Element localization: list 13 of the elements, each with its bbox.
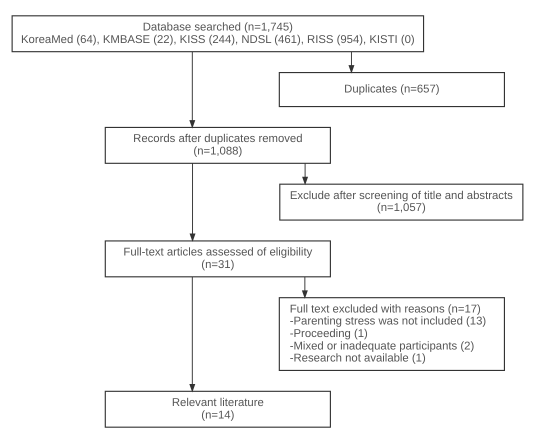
arrow bbox=[302, 163, 308, 186]
node-box: Full-text articles assessed of eligibility (n=31) bbox=[104, 240, 331, 278]
node-box: Database searched (n=1,745) KoreaMed (64), KMBASE (22), KISS (244), NDSL (461), RISS (954), KISTI (0) bbox=[12, 15, 424, 52]
arrow bbox=[348, 52, 354, 74]
arrow bbox=[302, 276, 308, 299]
node-box: Relevant literature (n=14) bbox=[104, 390, 331, 428]
node-box: Duplicates (n=657) bbox=[278, 72, 505, 108]
node-box: Exclude after screening of title and abstracts (n=1,057) bbox=[279, 184, 524, 221]
arrow bbox=[190, 162, 196, 242]
node-box: Records after duplicates removed (n=1,088) bbox=[104, 126, 331, 164]
node-box: Full text excluded with reasons (n=17) -Parenting stress was not included (13) -Proceeding (1) -Mixed or inadequate participants (2) -Research not available (1) bbox=[278, 297, 505, 372]
arrow bbox=[189, 276, 196, 392]
arrow bbox=[189, 51, 196, 129]
